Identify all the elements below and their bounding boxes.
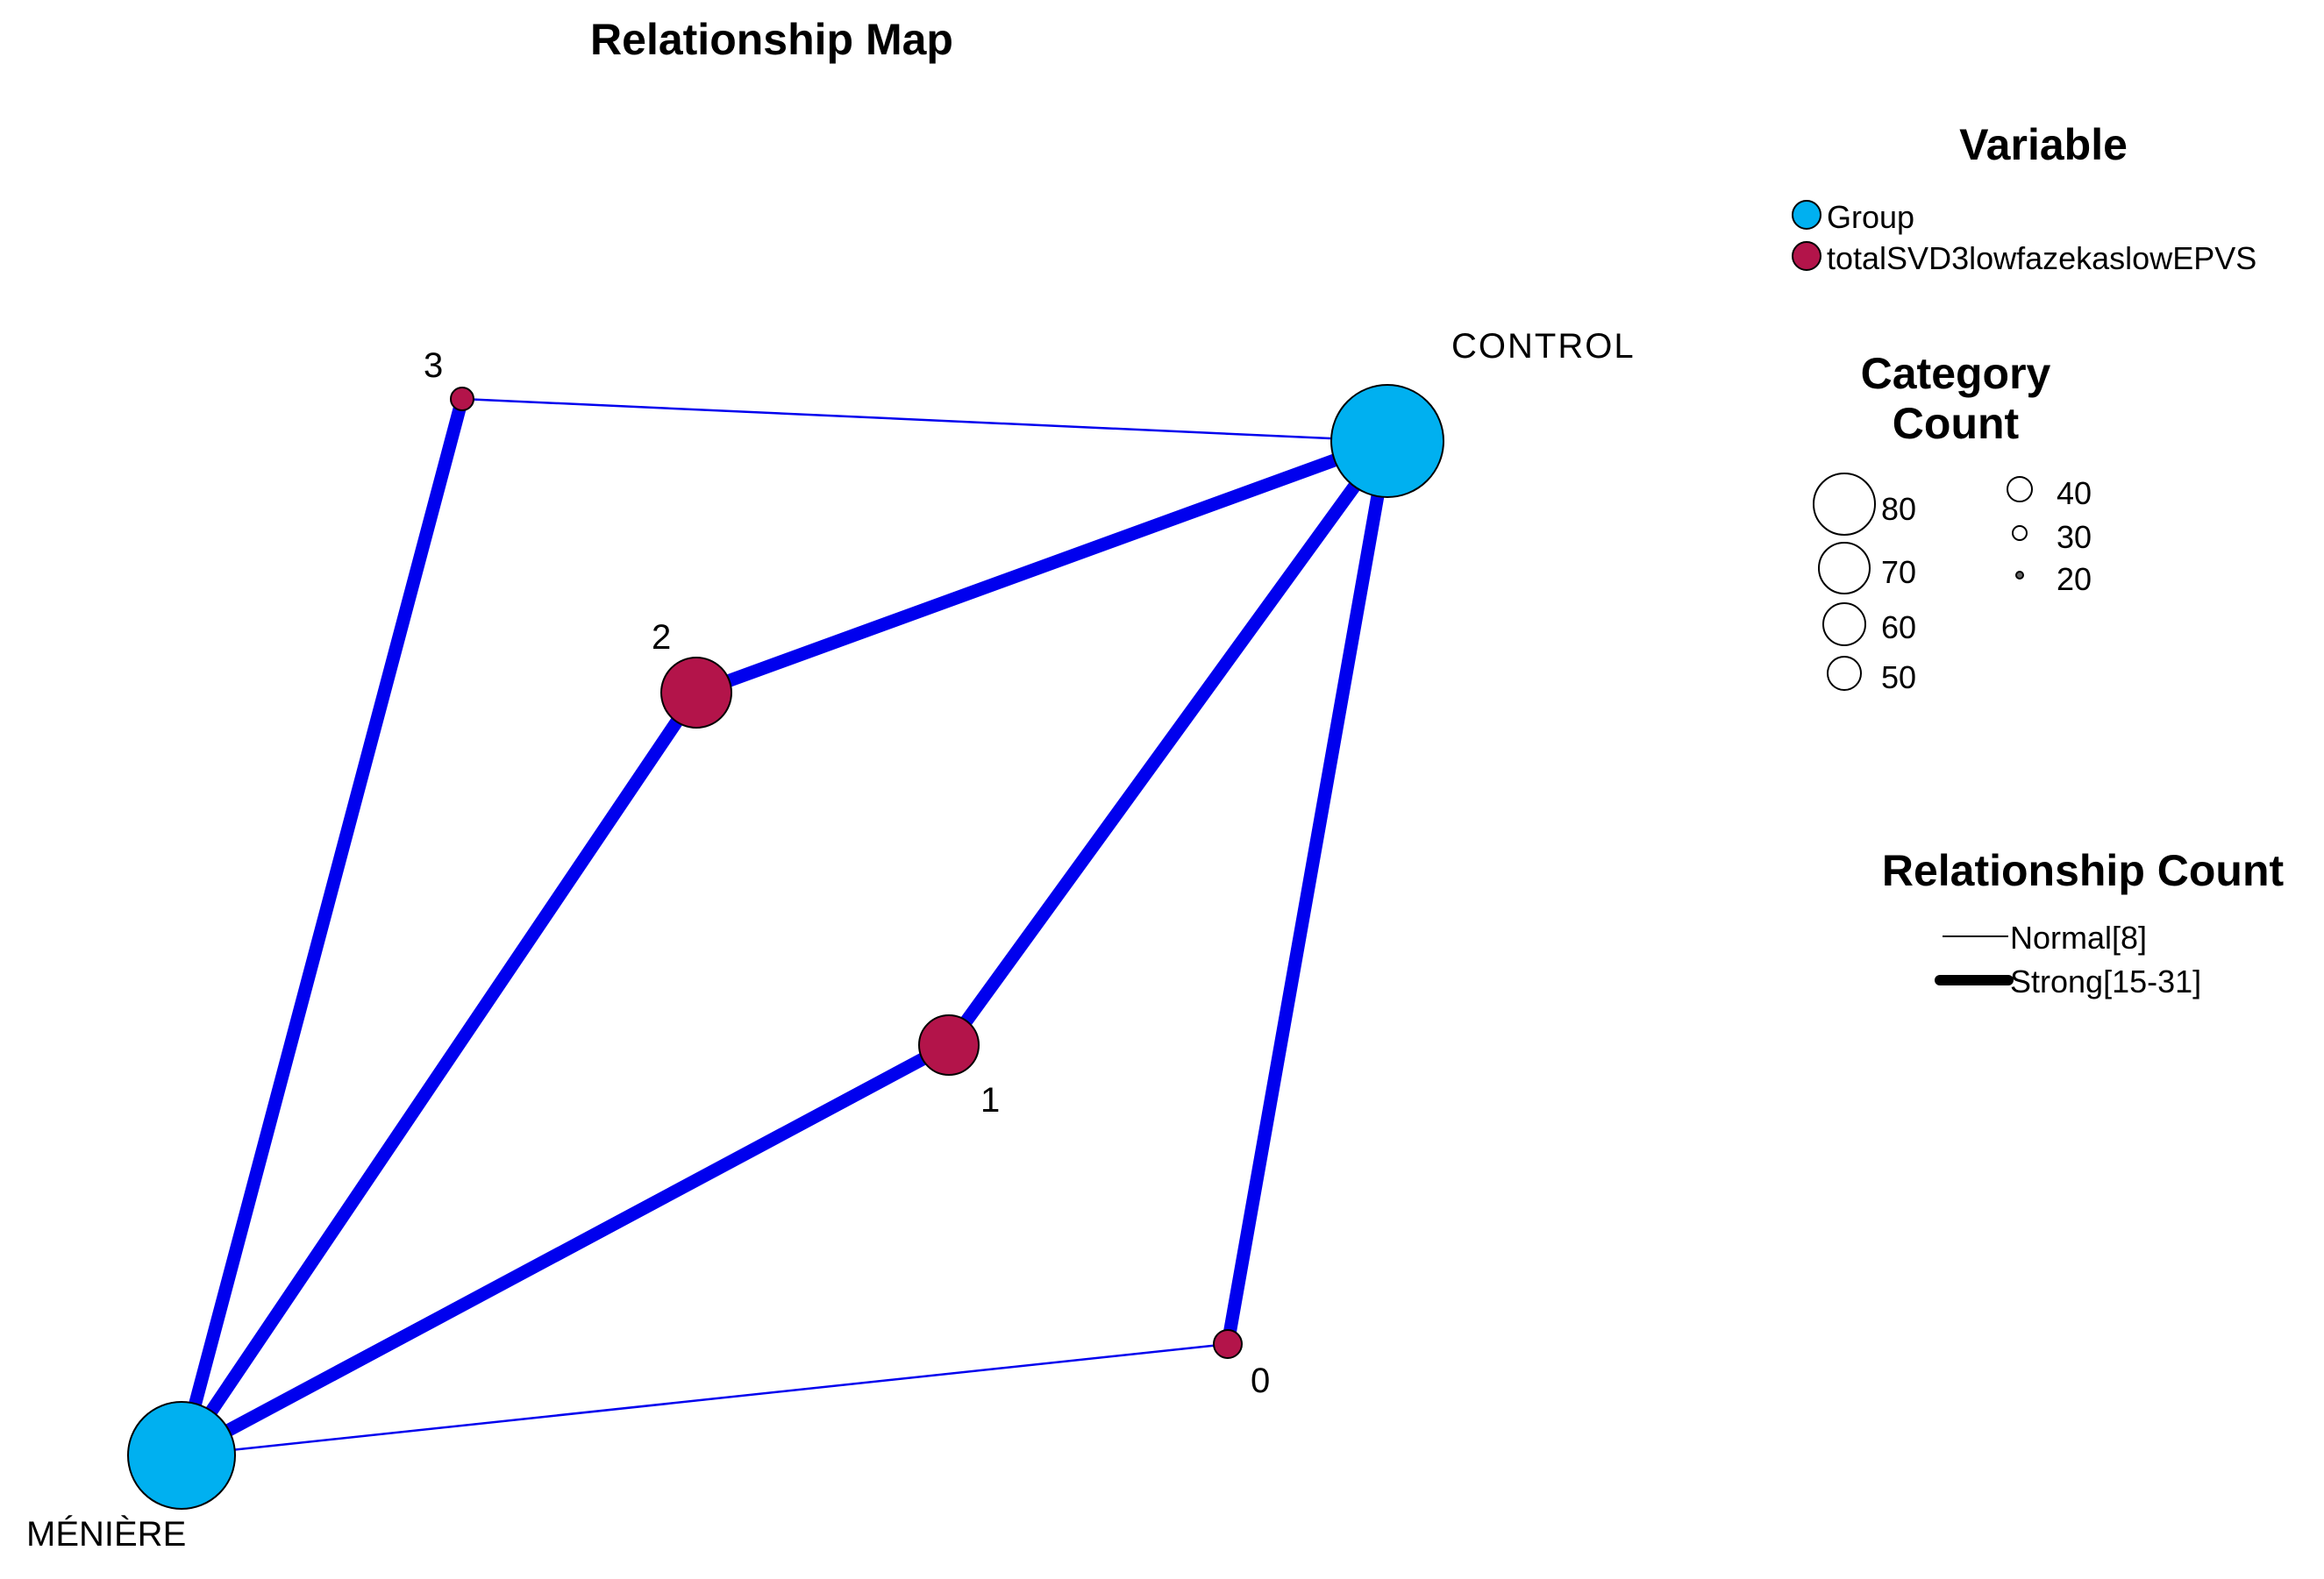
node-n0 bbox=[1213, 1329, 1243, 1359]
node-control bbox=[1330, 384, 1444, 498]
size-legend-circle-80 bbox=[1813, 473, 1876, 536]
legend-strong-label: Strong[15-31] bbox=[2010, 964, 2201, 999]
size-legend-circle-30 bbox=[2012, 525, 2028, 541]
legend-relationship-count: Relationship Count Normal[8] Strong[15-3… bbox=[1882, 846, 2285, 999]
legend-category-title-1: Category bbox=[1861, 349, 2051, 398]
legend-group-label: Group bbox=[1827, 199, 1914, 235]
size-legend-circle-20 bbox=[2015, 571, 2024, 580]
node-labels: CONTROL MÉNIÈRE 3 2 1 0 bbox=[26, 327, 1636, 1554]
node-label-2: 2 bbox=[652, 618, 671, 657]
legend-category-count: Category Count 80 70 60 50 40 30 20 bbox=[1813, 349, 2092, 695]
size-legend-label-30: 30 bbox=[2057, 519, 2092, 555]
edge-n1-meniere bbox=[178, 1039, 952, 1462]
legend-total-swatch bbox=[1792, 241, 1821, 271]
edge-n2-meniere bbox=[175, 688, 702, 1460]
legend-variable: Variable Group totalSVD3lowfazekaslowEPV… bbox=[1792, 120, 2256, 276]
edge-n0-meniere bbox=[181, 1342, 1229, 1457]
size-legend-label-60: 60 bbox=[1881, 609, 1916, 645]
node-label-1: 1 bbox=[980, 1081, 1000, 1120]
legend-variable-title: Variable bbox=[1959, 120, 2128, 169]
size-legend-circle-70 bbox=[1818, 542, 1871, 594]
node-label-meniere: MÉNIÈRE bbox=[26, 1514, 186, 1554]
legend-relationship-title: Relationship Count bbox=[1882, 846, 2285, 895]
size-legend-label-70: 70 bbox=[1881, 554, 1916, 590]
size-legend-label-80: 80 bbox=[1881, 491, 1916, 527]
size-legend-label-40: 40 bbox=[2057, 475, 2092, 511]
node-n1 bbox=[918, 1014, 980, 1076]
node-meniere bbox=[127, 1401, 236, 1510]
edges-layer bbox=[175, 397, 1394, 1462]
node-n2 bbox=[660, 657, 732, 729]
size-legend: 80 70 60 50 40 30 20 bbox=[1813, 473, 2092, 695]
size-legend-circle-50 bbox=[1827, 656, 1862, 691]
edge-n0-control bbox=[1221, 439, 1394, 1346]
size-legend-label-20: 20 bbox=[2057, 561, 2092, 597]
edge-n3-meniere bbox=[175, 397, 469, 1457]
legend-category-title-2: Count bbox=[1893, 399, 2020, 448]
node-n3 bbox=[450, 387, 474, 411]
node-label-control: CONTROL bbox=[1451, 327, 1636, 366]
edge-n2-control bbox=[694, 434, 1390, 700]
size-legend-circle-40 bbox=[2007, 476, 2033, 502]
size-legend-circle-60 bbox=[1822, 602, 1866, 646]
edge-n1-control bbox=[943, 437, 1394, 1049]
chart-title: Relationship Map bbox=[590, 15, 953, 64]
nodes-layer bbox=[127, 384, 1444, 1510]
node-label-3: 3 bbox=[424, 346, 443, 385]
node-label-0: 0 bbox=[1251, 1362, 1270, 1400]
edge-n3-control bbox=[461, 397, 1388, 443]
legend-group-swatch bbox=[1792, 200, 1821, 230]
legend-total-label: totalSVD3lowfazekaslowEPVS bbox=[1827, 240, 2256, 276]
legend-normal-label: Normal[8] bbox=[2010, 920, 2147, 956]
size-legend-label-50: 50 bbox=[1881, 659, 1916, 695]
